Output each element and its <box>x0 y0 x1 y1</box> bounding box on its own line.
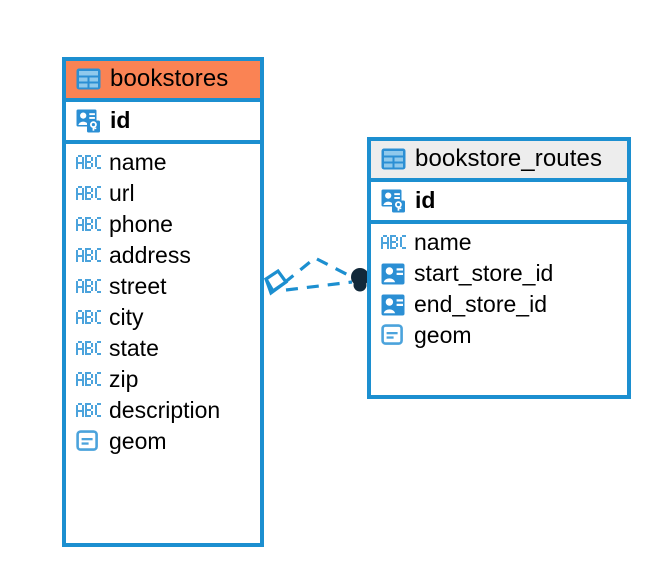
entity-header-bookstore-routes[interactable]: bookstore_routes <box>371 141 627 178</box>
field-row-geom[interactable]: geom <box>371 320 627 351</box>
field-label: end_store_id <box>414 291 547 317</box>
table-icon <box>76 68 101 90</box>
geometry-icon <box>76 430 98 451</box>
field-label: state <box>109 335 159 361</box>
abc-text-icon <box>76 185 101 200</box>
field-list-bookstores: name url <box>66 144 260 460</box>
field-label: id <box>110 107 131 133</box>
relationship-line-upper <box>282 256 353 285</box>
field-label: name <box>109 149 167 175</box>
abc-text-icon <box>381 234 406 249</box>
field-label: start_store_id <box>414 260 554 286</box>
abc-text-icon <box>76 340 101 355</box>
field-row-zip[interactable]: zip <box>66 364 260 395</box>
abc-text-icon <box>76 154 101 169</box>
field-row-address[interactable]: address <box>66 240 260 271</box>
entity-header-bookstores[interactable]: bookstores <box>66 61 260 98</box>
foreign-key-icon <box>381 294 405 315</box>
abc-text-icon <box>76 371 101 386</box>
entity-title: bookstore_routes <box>415 145 603 172</box>
entity-bookstore-routes[interactable]: bookstore_routes id <box>367 137 631 399</box>
primary-key-icon <box>76 109 100 133</box>
field-row-name[interactable]: name <box>371 227 627 258</box>
entity-bookstores[interactable]: bookstores id <box>62 57 264 547</box>
field-row-city[interactable]: city <box>66 302 260 333</box>
field-label: phone <box>109 211 173 237</box>
field-row-url[interactable]: url <box>66 178 260 209</box>
field-label: description <box>109 397 221 423</box>
field-row-id[interactable]: id <box>371 178 627 224</box>
abc-text-icon <box>76 309 101 324</box>
abc-text-icon <box>76 216 101 231</box>
field-row-start-store-id[interactable]: start_store_id <box>371 258 627 289</box>
field-label: street <box>109 273 167 299</box>
field-label: name <box>414 229 472 255</box>
abc-text-icon <box>76 278 101 293</box>
field-row-description[interactable]: description <box>66 395 260 426</box>
abc-text-icon <box>76 247 101 262</box>
filled-circle-icon-tail <box>353 278 367 292</box>
geometry-icon <box>381 324 403 345</box>
field-label: address <box>109 242 191 268</box>
table-icon <box>381 148 406 170</box>
field-label: id <box>415 187 436 213</box>
field-label: city <box>109 304 144 330</box>
field-list-bookstore-routes: name start_store_id <box>371 224 627 354</box>
field-label: geom <box>109 428 167 454</box>
field-label: url <box>109 180 135 206</box>
field-row-geom[interactable]: geom <box>66 426 260 457</box>
field-row-id[interactable]: id <box>66 98 260 144</box>
foreign-key-icon <box>381 263 405 284</box>
crows-foot-diamond-icon <box>263 268 289 296</box>
field-label: geom <box>414 322 472 348</box>
primary-key-icon <box>381 189 405 213</box>
field-row-state[interactable]: state <box>66 333 260 364</box>
field-label: zip <box>109 366 139 392</box>
entity-title: bookstores <box>110 65 229 92</box>
relationship-line-lower <box>285 280 353 292</box>
field-row-phone[interactable]: phone <box>66 209 260 240</box>
field-row-name[interactable]: name <box>66 147 260 178</box>
abc-text-icon <box>76 402 101 417</box>
field-row-street[interactable]: street <box>66 271 260 302</box>
field-row-end-store-id[interactable]: end_store_id <box>371 289 627 320</box>
